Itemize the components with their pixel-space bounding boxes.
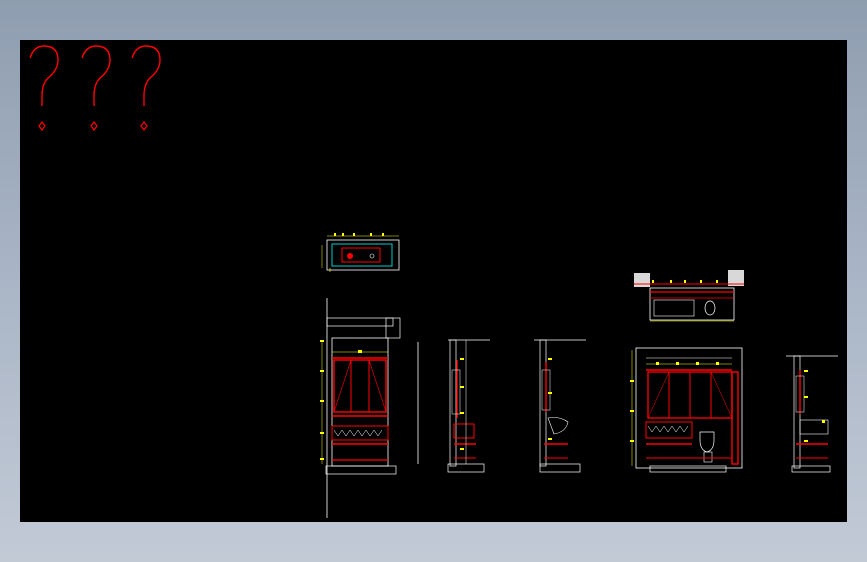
- placeholder-symbol-3: [131, 45, 161, 131]
- floor-plan-right: [634, 270, 744, 322]
- section-e: [786, 355, 838, 473]
- section-c: [534, 339, 586, 473]
- placeholder-symbol-1: [29, 45, 59, 131]
- elevation-a: [320, 317, 419, 475]
- placeholder-label-1: ?: [42, 95, 51, 114]
- placeholder-label-3: ?: [144, 95, 153, 114]
- cad-drawing: ? ? ?: [29, 45, 838, 518]
- section-b: [447, 339, 490, 473]
- elevation-d: [630, 347, 743, 473]
- cad-drawing-canvas[interactable]: ? ? ?: [20, 40, 847, 522]
- floor-plan-small: [321, 233, 400, 272]
- placeholder-symbol-2: [81, 45, 111, 131]
- placeholder-label-2: ?: [94, 95, 103, 114]
